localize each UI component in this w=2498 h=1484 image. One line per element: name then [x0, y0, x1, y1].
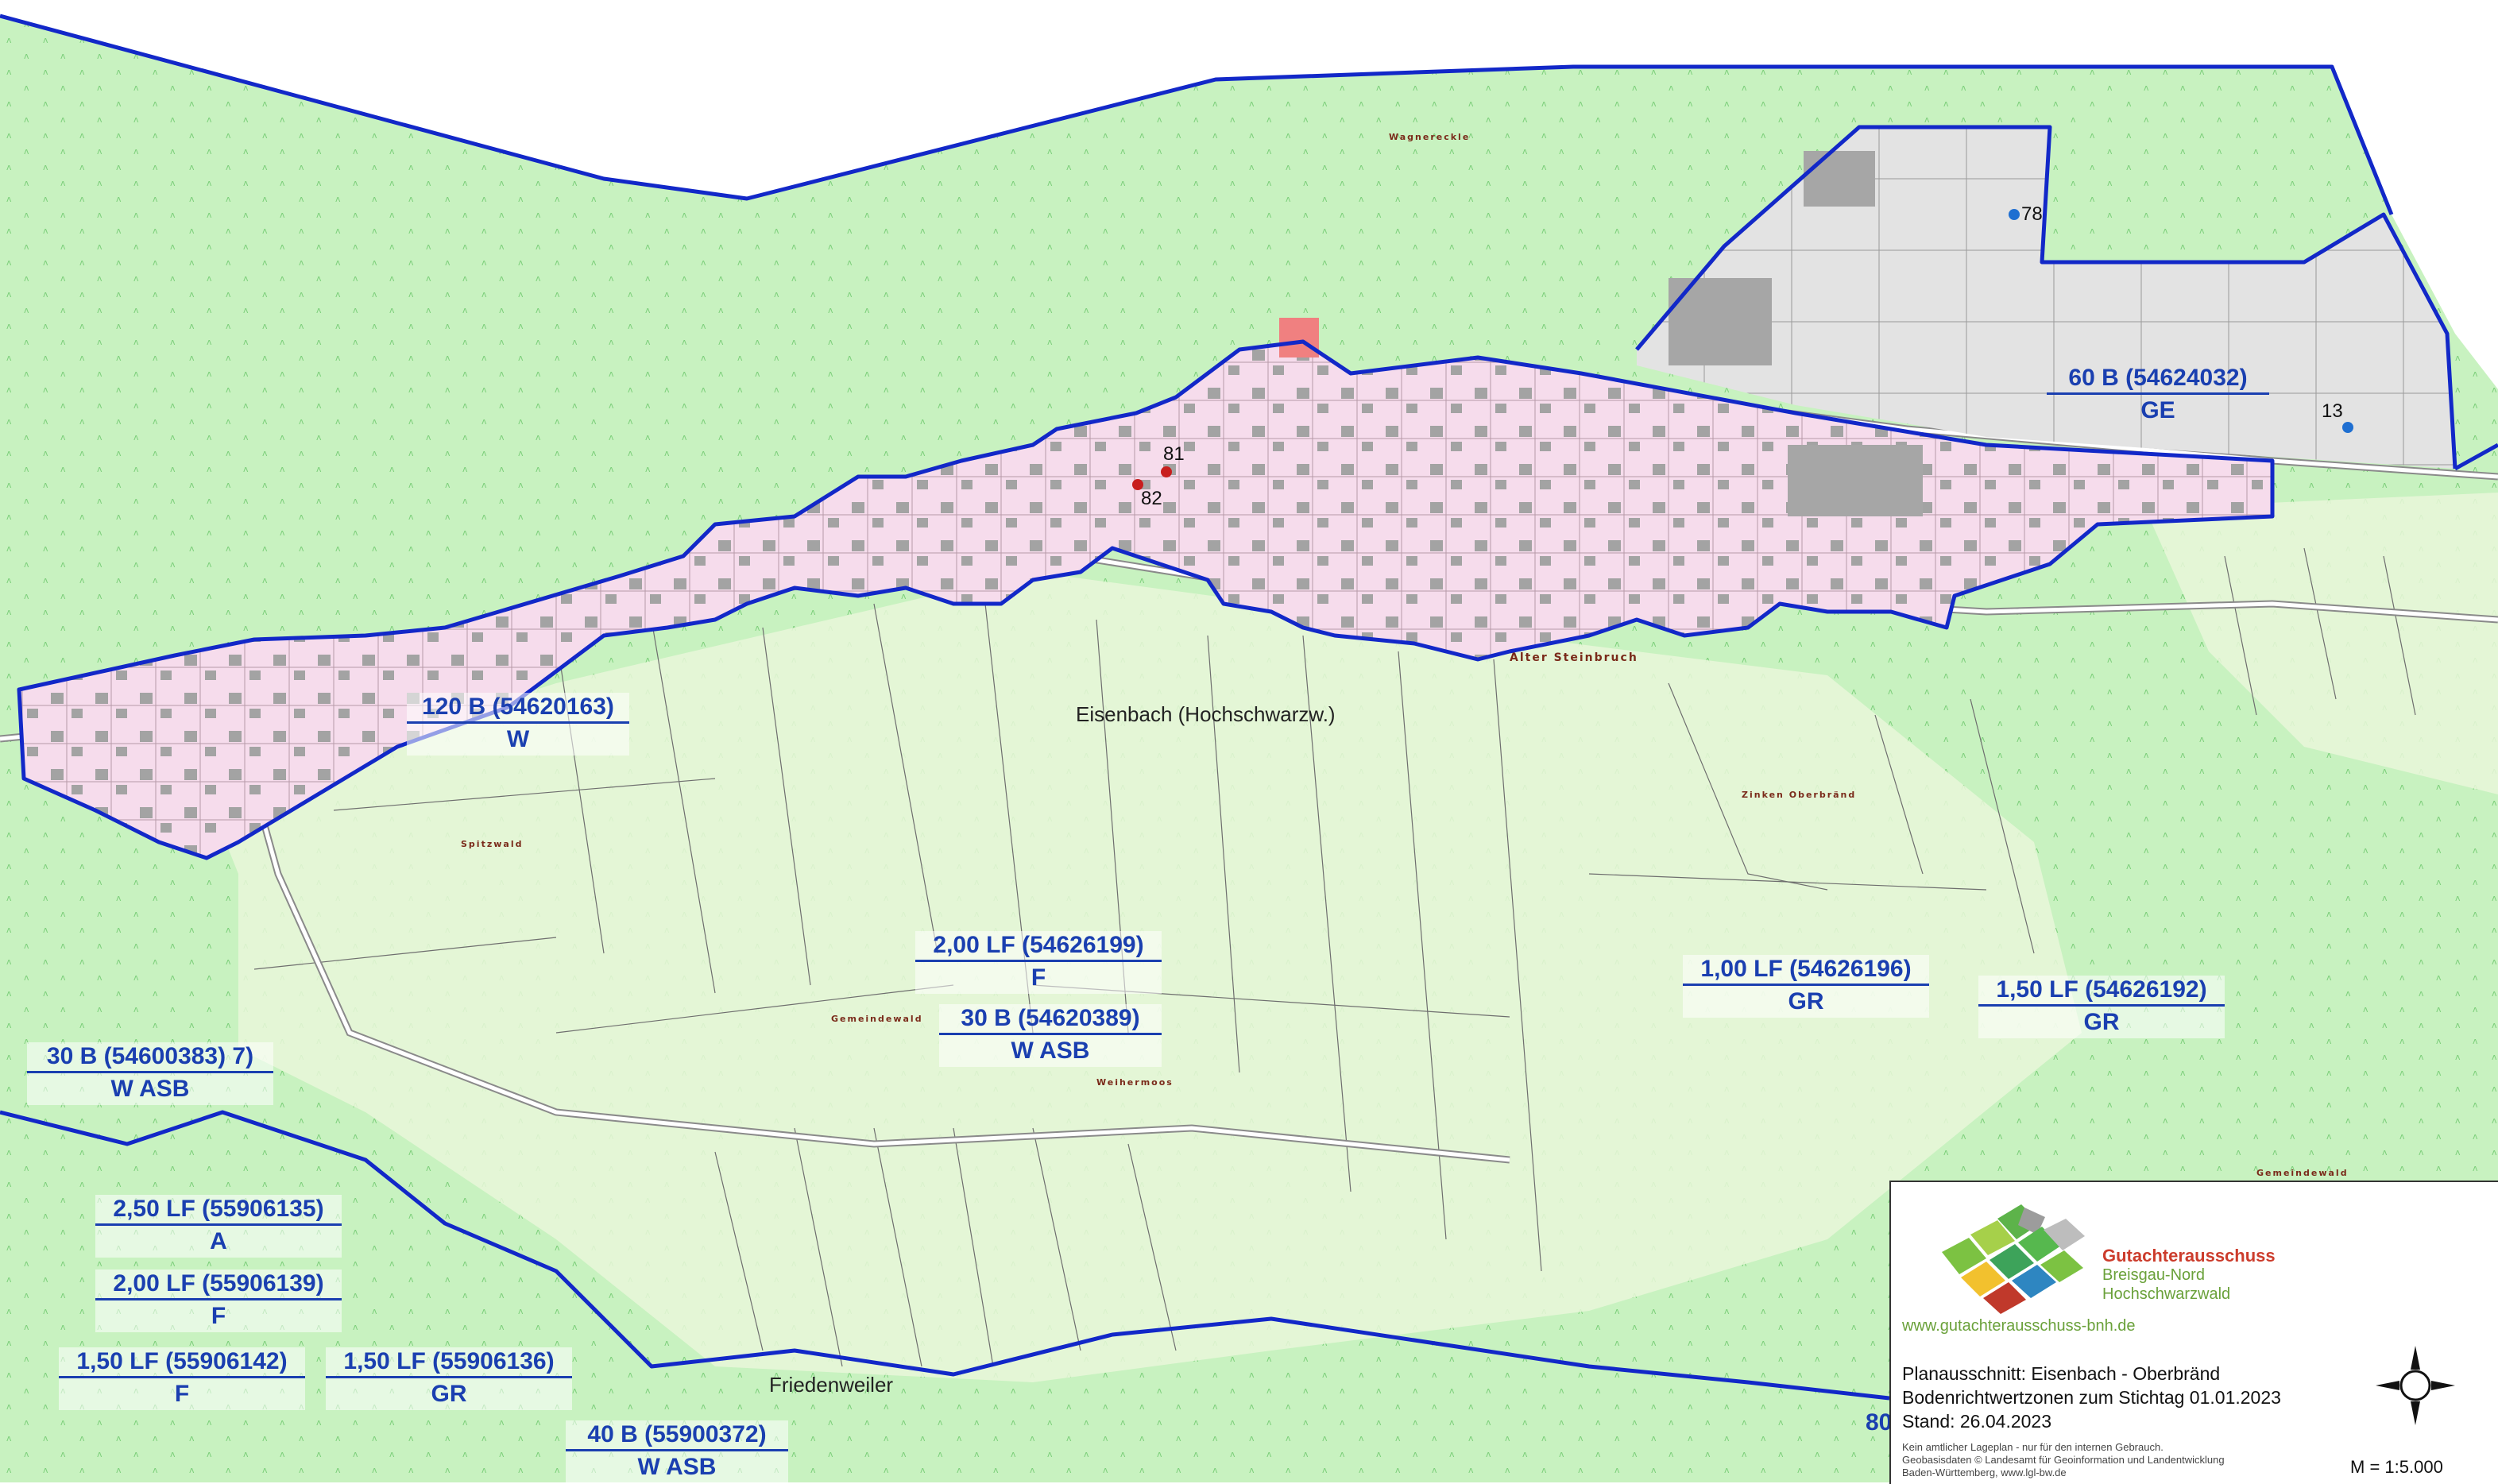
church-building — [1279, 318, 1319, 357]
local-name-weihermoos: Weihermoos — [1096, 1077, 1174, 1088]
local-name-gemeindewald: Gemeindewald — [2256, 1168, 2349, 1178]
meadow-area-east — [2145, 493, 2498, 794]
place-eisenbach: Eisenbach (Hochschwarzw.) — [1076, 702, 1336, 726]
marker-78[interactable] — [2009, 209, 2020, 220]
local-name-spitzwald: Spitzwald — [461, 839, 524, 849]
zone-value: 2,00 LF (54626199) — [915, 931, 1162, 962]
zone-label[interactable]: 2,50 LF (55906135) A — [95, 1195, 342, 1258]
industrial-zone — [1637, 127, 2455, 469]
north-arrow-icon — [2376, 1346, 2455, 1425]
zone-value: 1,50 LF (55906142) — [59, 1347, 305, 1378]
zone-value: 1,50 LF (54626192) — [1978, 976, 2225, 1007]
zone-boundaries — [0, 14, 2498, 1401]
zone-use: W — [506, 726, 530, 752]
zone-use: W ASB — [637, 1454, 717, 1480]
zone-use: F — [174, 1381, 190, 1407]
zone-value: 30 B (54600383) 7) — [27, 1042, 273, 1073]
zone-label[interactable]: 1,50 LF (54626192) GR — [1978, 976, 2225, 1038]
local-name-wagnereckle: Wagnereckle — [1389, 132, 1471, 142]
brand-region: Breisgau-Nord — [2102, 1266, 2205, 1284]
brand-name: Gutachterausschuss — [2102, 1246, 2276, 1266]
zone-label[interactable]: 1,50 LF (55906142) F — [59, 1347, 305, 1410]
residential-zone — [19, 342, 2272, 858]
parcel-lines — [253, 547, 2416, 1367]
point-label-13: 13 — [2322, 400, 2343, 422]
zone-value: 2,00 LF (55906139) — [95, 1270, 342, 1300]
legend-title: Planausschnitt: Eisenbach - Oberbränd — [1902, 1363, 2221, 1384]
legend-disclaimer: Baden-Württemberg, www.lgl-bw.de — [1902, 1467, 2067, 1478]
zone-value: 1,00 LF (54626196) — [1683, 955, 1929, 986]
zone-value: 60 B (54624032) — [2047, 364, 2269, 395]
local-name-zinken: Zinken Oberbränd — [1742, 790, 1857, 800]
zone-label[interactable]: 30 B (54600383) 7) W ASB — [27, 1042, 273, 1105]
point-label-80: 80 — [1866, 1409, 1893, 1436]
local-name-alter-steinbruch: Alter Steinbruch — [1510, 651, 1638, 664]
zone-value: 40 B (55900372) — [566, 1420, 788, 1451]
point-label-82: 82 — [1141, 488, 1162, 509]
industrial-hall — [1804, 151, 1875, 207]
gutachterausschuss-logo — [1942, 1204, 2085, 1314]
place-friedenweiler: Friedenweiler — [769, 1373, 894, 1397]
zone-value: 30 B (54620389) — [939, 1004, 1162, 1035]
zone-use: GE — [2140, 397, 2175, 423]
marker-82[interactable] — [1132, 479, 1143, 490]
zone-label[interactable]: 1,50 LF (55906136) GR — [326, 1347, 572, 1410]
zone-use: A — [210, 1228, 227, 1254]
industrial-hall — [1788, 445, 1923, 516]
zone-use: GR — [1788, 988, 1824, 1014]
zone-label[interactable]: 60 B (54624032) GE — [2047, 364, 2269, 427]
website-link[interactable]: www.gutachterausschuss-bnh.de — [1902, 1317, 2136, 1335]
map-legend: Gutachterausschuss Breisgau-Nord Hochsch… — [1889, 1181, 2498, 1484]
zone-use: W ASB — [110, 1076, 190, 1102]
marker-81[interactable] — [1161, 466, 1172, 477]
zone-use: W ASB — [1011, 1038, 1090, 1064]
outside-area-top — [0, 0, 2498, 389]
local-name-gemeindewald: Gemeindewald — [831, 1014, 923, 1024]
zone-label[interactable]: 120 B (54620163) W — [407, 693, 629, 756]
zone-label[interactable]: 2,00 LF (55906139) F — [95, 1270, 342, 1332]
map-scale: M = 1:5.000 — [2350, 1457, 2443, 1477]
zone-use: GR — [2083, 1009, 2120, 1035]
legend-subtitle: Bodenrichtwertzonen zum Stichtag 01.01.2… — [1902, 1387, 2281, 1408]
zone-value: 2,50 LF (55906135) — [95, 1195, 342, 1226]
point-label-78: 78 — [2021, 203, 2043, 225]
zone-use: F — [1031, 964, 1046, 991]
zone-value: 120 B (54620163) — [407, 693, 629, 724]
marker-13[interactable] — [2342, 422, 2353, 433]
zone-label[interactable]: 2,00 LF (54626199) F — [915, 931, 1162, 994]
legend-disclaimer: Kein amtlicher Lageplan - nur für den in… — [1902, 1441, 2164, 1453]
point-label-81: 81 — [1163, 443, 1185, 465]
zone-use: GR — [431, 1381, 467, 1407]
legend-disclaimer: Geobasisdaten © Landesamt für Geoinforma… — [1902, 1454, 2225, 1466]
brand-region: Hochschwarzwald — [2102, 1285, 2231, 1303]
zone-value: 1,50 LF (55906136) — [326, 1347, 572, 1378]
legend-date: Stand: 26.04.2023 — [1902, 1411, 2051, 1432]
zone-label[interactable]: 1,00 LF (54626196) GR — [1683, 955, 1929, 1018]
zone-use: F — [211, 1303, 226, 1329]
zone-label[interactable]: 30 B (54620389) W ASB — [939, 1004, 1162, 1067]
zone-label[interactable]: 40 B (55900372) W ASB — [566, 1420, 788, 1483]
